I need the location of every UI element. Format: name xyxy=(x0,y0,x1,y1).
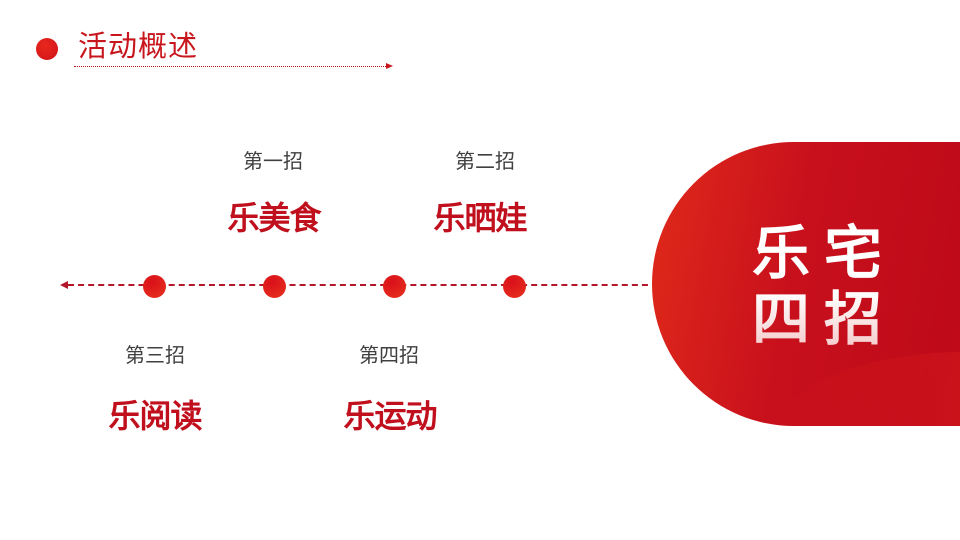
step-label: 第二招 xyxy=(455,149,515,173)
step-name: 乐运动 xyxy=(343,397,437,435)
arrow-right-icon xyxy=(386,63,393,69)
step-name: 乐美食 xyxy=(227,199,321,237)
hero-wave-decoration xyxy=(762,352,960,426)
hero-title: 乐宅 四招 xyxy=(752,220,912,352)
timeline-node-2 xyxy=(263,275,286,298)
hero-banner: 乐宅 四招 xyxy=(652,142,960,426)
timeline-node-1 xyxy=(143,275,166,298)
timeline-node-3 xyxy=(383,275,406,298)
step-name: 乐阅读 xyxy=(108,397,202,435)
step-label: 第一招 xyxy=(243,149,303,173)
step-name: 乐晒娃 xyxy=(433,199,527,237)
header-underline-divider xyxy=(74,66,386,67)
step-label: 第三招 xyxy=(125,343,185,367)
header-bullet-icon xyxy=(36,38,58,60)
page-title: 活动概述 xyxy=(78,29,199,63)
timeline-node-4 xyxy=(503,275,526,298)
hero-title-line-1: 乐宅 xyxy=(752,219,897,287)
hero-title-line-2: 四招 xyxy=(752,285,897,353)
step-label: 第四招 xyxy=(359,343,419,367)
arrow-left-icon xyxy=(60,281,68,289)
timeline-dashed-line xyxy=(68,284,658,286)
